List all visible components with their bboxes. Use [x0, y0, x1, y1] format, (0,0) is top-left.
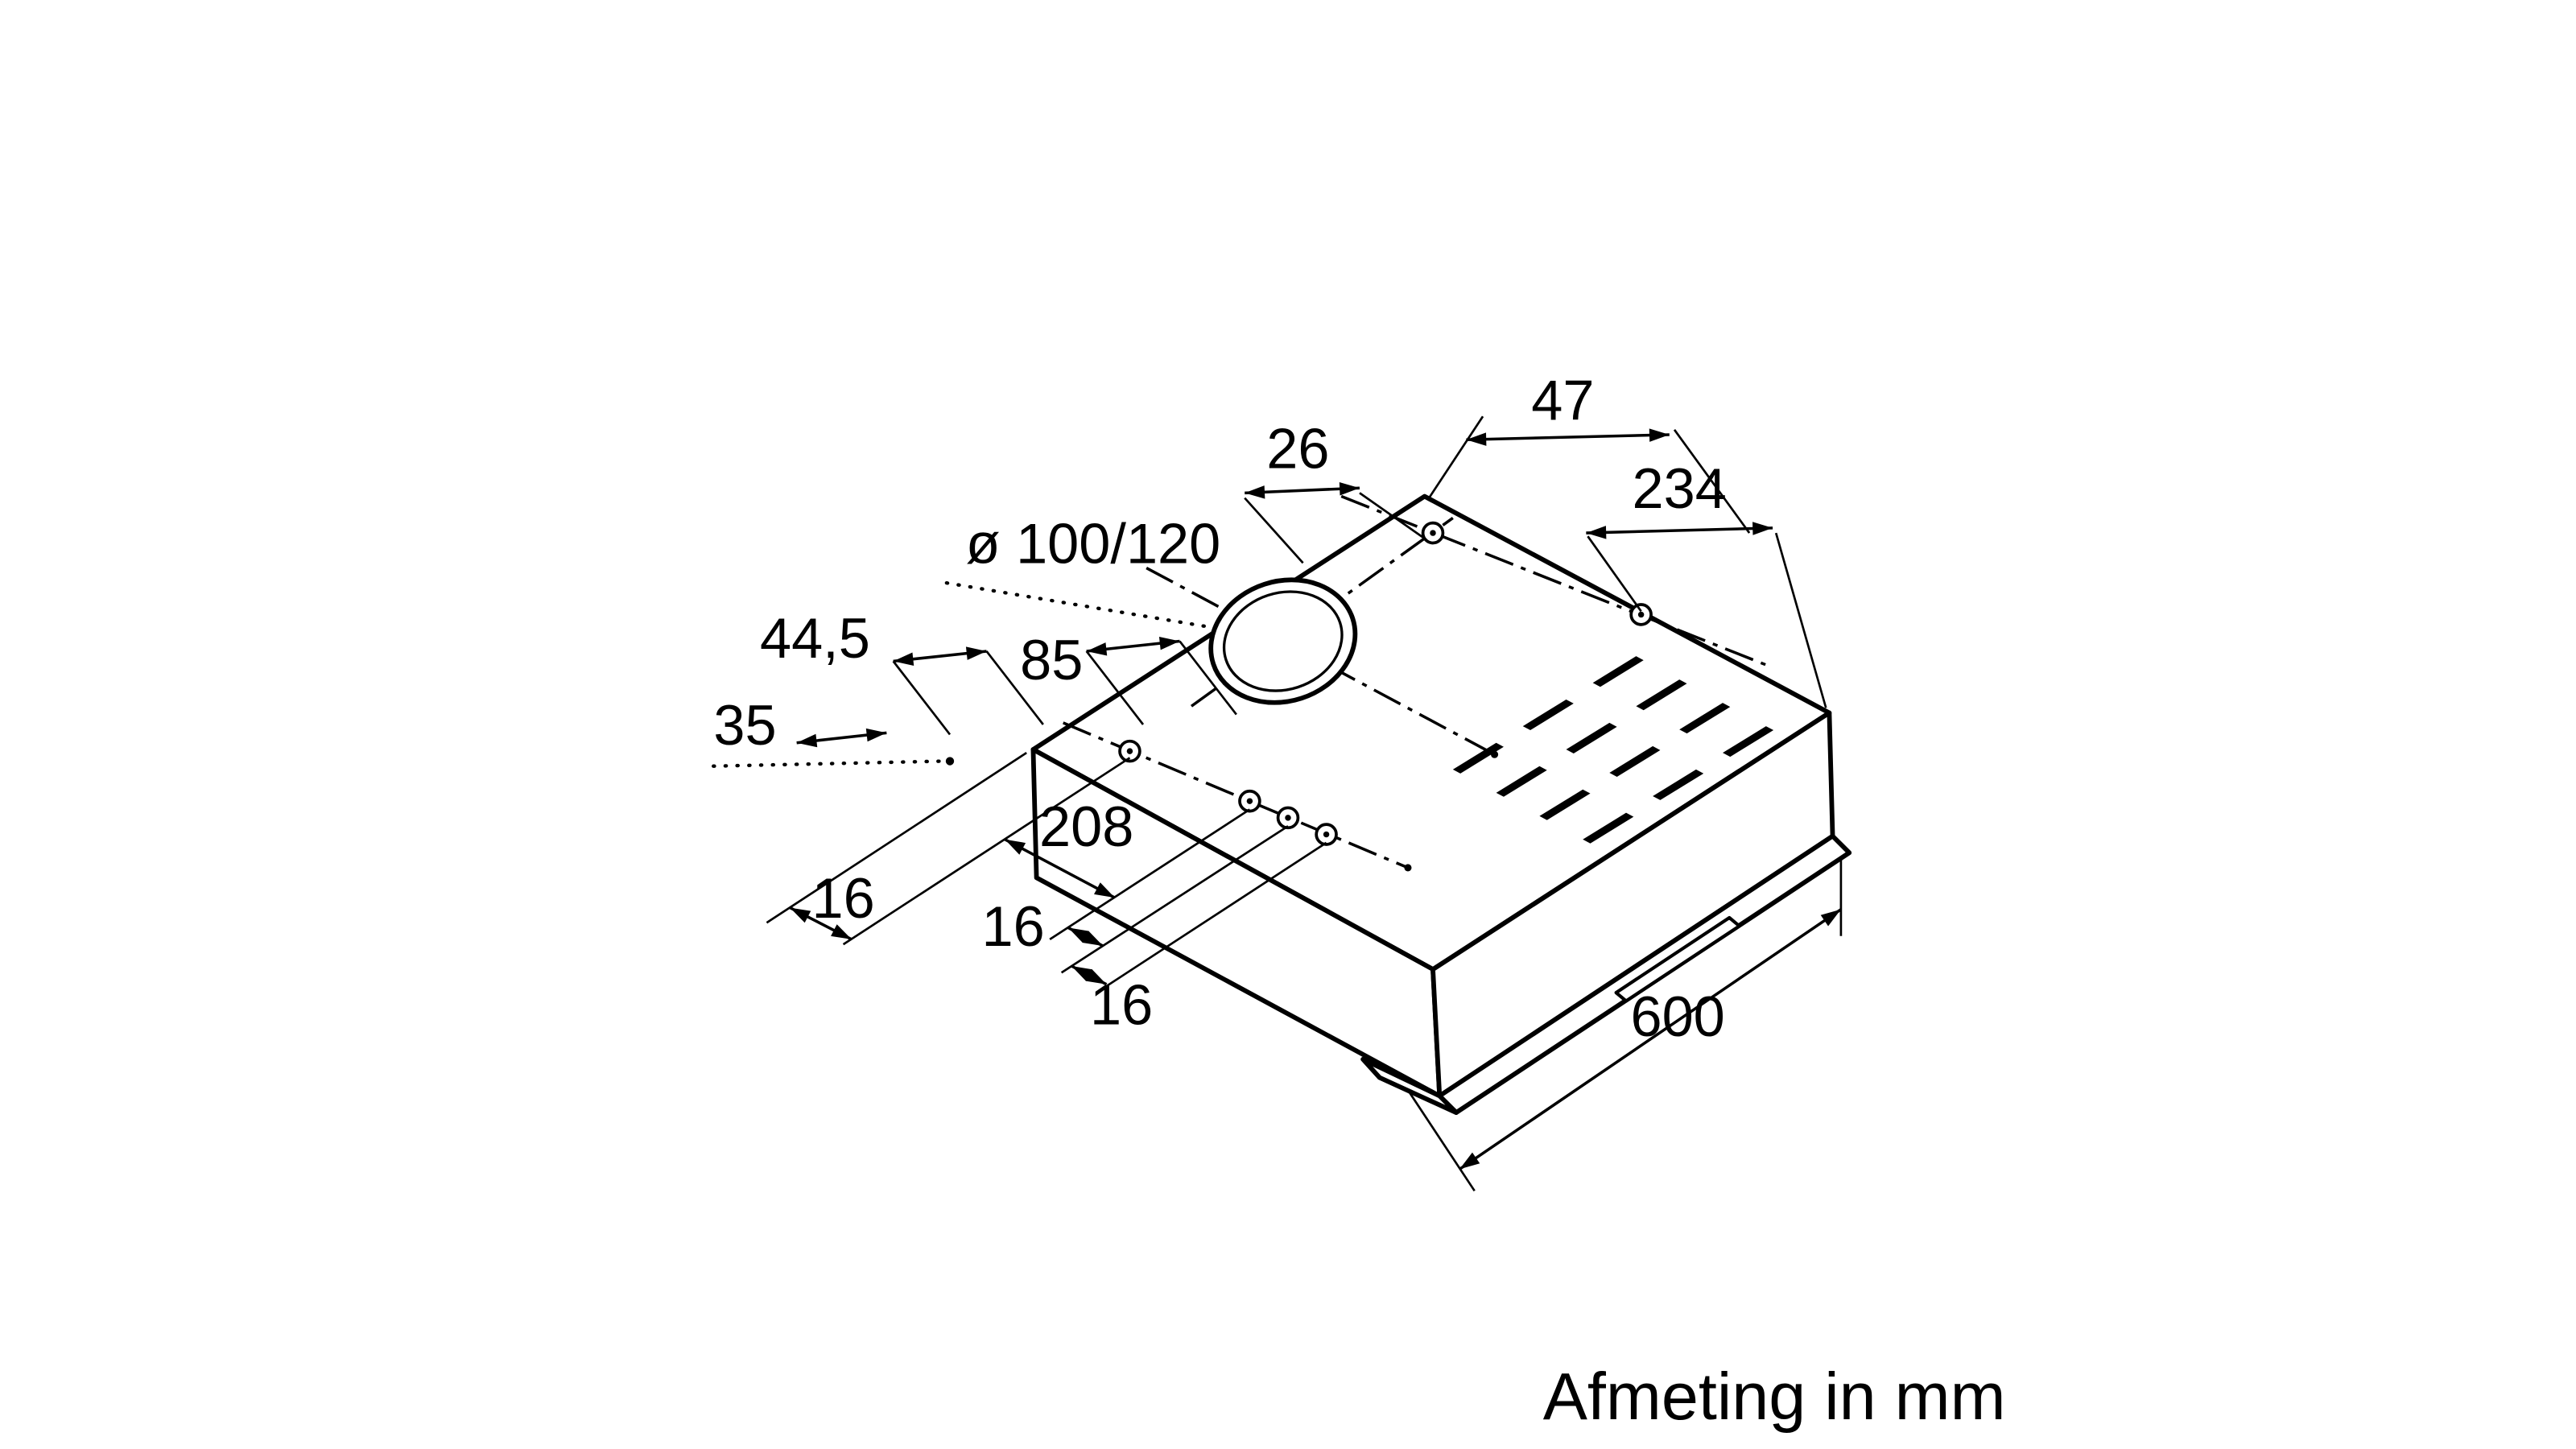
- grille-slat: [1496, 766, 1547, 797]
- extension-line: [1179, 640, 1237, 716]
- dimension-line-16c: [1071, 964, 1108, 986]
- dim-label-left-offset-a: 44,5: [760, 606, 870, 670]
- extension-line: [1408, 1092, 1476, 1192]
- dim-label-top-hole-spacing: 234: [1633, 456, 1727, 520]
- grille-slat: [1653, 769, 1704, 800]
- extension-line: [1426, 415, 1484, 501]
- extension-line: [1060, 825, 1289, 974]
- dimension-line-600: [1459, 908, 1842, 1170]
- grille-slat: [1609, 745, 1661, 777]
- dim-label-duct-diameter: ø 100/120: [966, 511, 1221, 575]
- mounting-hole-dot: [1430, 530, 1436, 536]
- leader-line-dotted: [944, 580, 1217, 630]
- dimension-line-234: [1586, 522, 1773, 539]
- mounting-hole-dot: [1285, 815, 1291, 821]
- extension-line: [1359, 492, 1427, 541]
- extension-line: [1774, 532, 1827, 708]
- grille-slat: [1679, 703, 1731, 734]
- leader-line-dotted: [712, 759, 945, 768]
- center-line-end-dot: [1404, 864, 1412, 872]
- duct-circle-inner: [1222, 590, 1344, 692]
- extension-line: [1244, 497, 1304, 564]
- dimension-line-44-5: [893, 646, 987, 666]
- extension-line: [985, 650, 1044, 725]
- grille-slat: [1636, 679, 1687, 711]
- mounting-hole-dot: [1126, 748, 1133, 754]
- extension-line: [1085, 650, 1145, 725]
- mounting-hole-dot: [1323, 831, 1330, 838]
- grille-slat: [1452, 742, 1504, 774]
- extension-line: [766, 752, 1027, 924]
- dim-label-left-offset-c: 35: [713, 693, 776, 757]
- dim-label-rear-hole-spacing: 208: [1039, 795, 1133, 858]
- extension-line: [1049, 808, 1251, 941]
- cooker-hood-body: [1030, 493, 1852, 1115]
- grille-slat: [1583, 812, 1634, 844]
- dimension-line-85: [1086, 636, 1180, 656]
- extension-line: [1096, 841, 1327, 994]
- mounting-hole-dot: [1246, 798, 1253, 804]
- caption: Afmeting in mm: [1543, 1359, 2006, 1434]
- dimension-line-16b: [1067, 926, 1104, 947]
- dimension-line-35: [796, 728, 887, 748]
- dim-label-edge-inset-3: 16: [1090, 972, 1153, 1036]
- extension-line: [892, 660, 952, 736]
- dimension-line-47: [1466, 428, 1670, 446]
- mounting-hole-dot: [1637, 611, 1645, 618]
- duct-circle-outer: [1208, 577, 1358, 705]
- dimension-line-208: [1004, 838, 1116, 899]
- dimension-annotations: 26 47 234 ø 100/120 44,5 85 35: [712, 368, 1843, 1192]
- dim-label-width: 600: [1630, 985, 1724, 1048]
- dim-label-top-inset: 26: [1266, 416, 1329, 480]
- mounting-holes: [1118, 521, 1653, 846]
- dim-label-left-offset-b: 85: [1020, 628, 1083, 691]
- dimension-line-26: [1245, 482, 1360, 499]
- dim-label-top-hole-offset: 47: [1531, 368, 1594, 431]
- grille-slat: [1566, 722, 1617, 753]
- leader-end-dot: [945, 757, 955, 766]
- extension-line: [1587, 535, 1642, 613]
- grille-slat: [1522, 699, 1574, 731]
- grille-slat: [1592, 656, 1644, 687]
- exhaust-duct-hole: [1208, 577, 1358, 705]
- extension-line: [1673, 429, 1751, 534]
- center-line-top-holes: [1340, 494, 1770, 668]
- dimension-line-16a: [789, 906, 852, 941]
- vent-grille: [1452, 656, 1774, 844]
- grille-slat: [1539, 789, 1591, 820]
- center-line-end-dot: [1491, 750, 1499, 758]
- grille-slat: [1723, 726, 1774, 758]
- dim-label-edge-inset-1: 16: [811, 866, 874, 930]
- extension-line: [842, 757, 1131, 946]
- hood-visor-foot: [1360, 1056, 1459, 1115]
- dim-label-edge-inset-2: 16: [982, 894, 1045, 958]
